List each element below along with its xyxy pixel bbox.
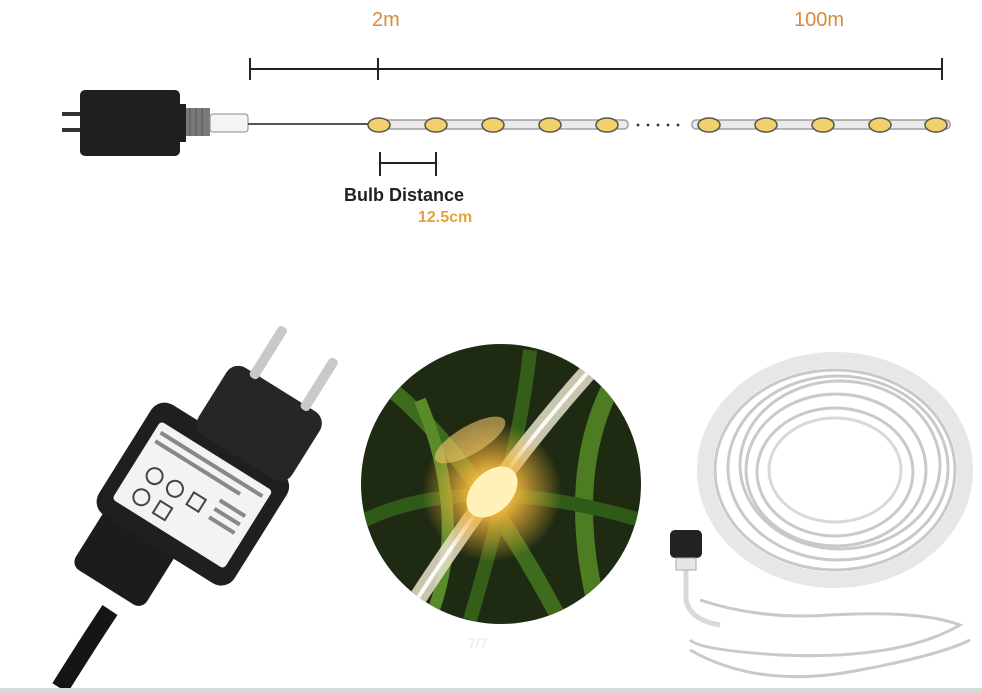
adapter-plug-photo [52,326,338,693]
bulb-icon [481,117,505,133]
length-100m-label: 100m [794,9,845,31]
length-ruler [249,58,943,80]
rope-light-tube [371,119,951,130]
length-2m-label: 2m [372,9,400,31]
bulb-icon [697,117,721,133]
bulb-icon [367,117,391,133]
connector-icon [670,530,702,558]
bulb-icon [595,117,619,133]
lit-bulb-closeup-photo [361,344,641,624]
bulb-icon [868,117,892,133]
continuation-dots [636,123,680,127]
bottom-divider [0,688,982,693]
adapter-icon [62,90,249,156]
coiled-cable-photo [670,352,973,679]
bulb-icon [538,117,562,133]
bulb-distance-title: Bulb Distance [344,185,465,205]
bulb-icon [754,117,778,133]
photo-caption: 7/7 [468,635,488,651]
bulb-icon [424,117,448,133]
bulb-distance-value: 12.5cm [418,209,473,226]
bulb-icon [924,117,948,133]
bulb-icon [811,117,835,133]
bulb-icons [367,117,948,133]
bulb-distance-marker [379,152,437,176]
